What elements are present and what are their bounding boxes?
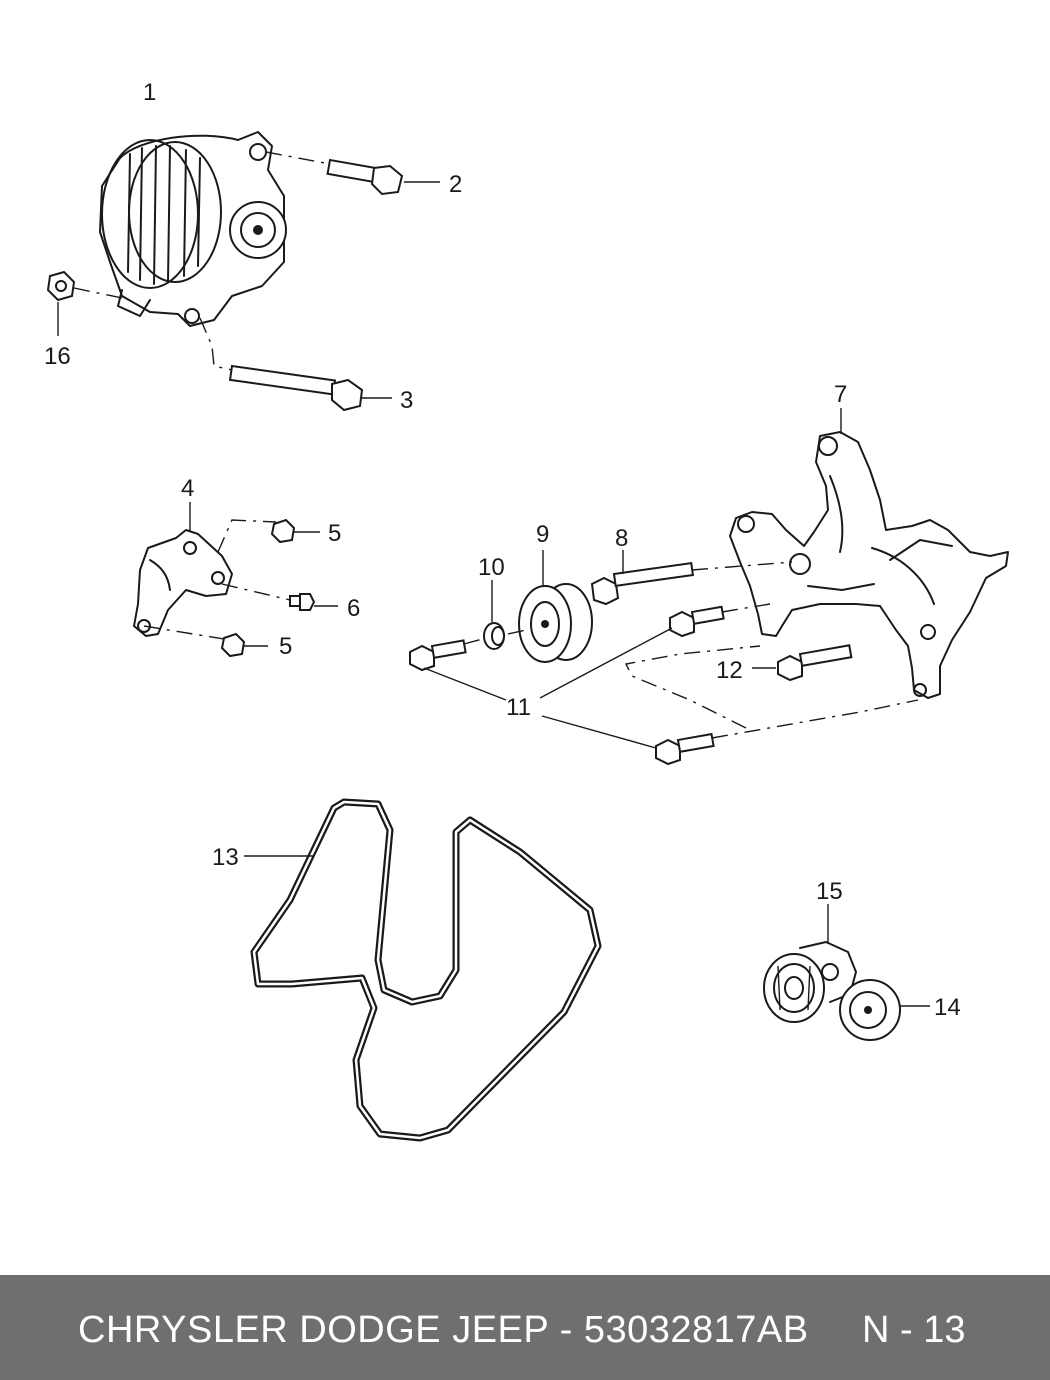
bolt-3-drawing — [199, 317, 392, 412]
spacer-10-drawing — [483, 580, 527, 650]
bolt-12-drawing — [752, 644, 853, 682]
callout-11: 11 — [506, 694, 531, 721]
mounting-bracket-7-drawing — [729, 408, 1009, 699]
alternator-drawing — [99, 131, 287, 327]
bolt-2-drawing — [265, 151, 440, 196]
callout-4: 4 — [181, 475, 194, 502]
bolt-11-middle-drawing — [669, 603, 771, 638]
callout-13: 13 — [212, 844, 239, 871]
footer-bar: CHRYSLER DODGE JEEP - 53032817AB N - 13 — [0, 1275, 1050, 1380]
page-number: N - 13 — [862, 1309, 966, 1351]
callout-5-upper: 5 — [328, 520, 341, 547]
bolt-11-bottom-drawing — [624, 645, 919, 766]
callout-5-lower: 5 — [279, 633, 292, 660]
callout-10: 10 — [478, 554, 505, 581]
callout-2: 2 — [449, 171, 462, 198]
callout-3: 3 — [400, 387, 413, 414]
callout-11-leaders — [423, 627, 673, 749]
parts-diagram: 1 2 3 16 4 5 6 5 7 8 9 10 11 12 13 15 14 — [44, 79, 1009, 1142]
callout-16: 16 — [44, 343, 71, 370]
callout-12: 12 — [716, 657, 743, 684]
bracket-4-drawing — [133, 502, 291, 641]
nut-16-drawing — [46, 270, 123, 336]
pulley-9-drawing — [518, 550, 593, 663]
callout-8: 8 — [615, 525, 628, 552]
bolt-6-drawing — [289, 593, 338, 611]
nut-5-upper-drawing — [270, 518, 320, 544]
callout-14: 14 — [934, 994, 961, 1021]
callout-9: 9 — [536, 521, 549, 548]
tensioner-15-drawing — [763, 904, 857, 1023]
callout-7: 7 — [834, 381, 847, 408]
footer-caption: CHRYSLER DODGE JEEP - 53032817AB — [78, 1309, 809, 1351]
callout-1: 1 — [143, 79, 156, 106]
bolt-8-drawing — [590, 550, 793, 606]
callout-15: 15 — [816, 878, 843, 905]
bolt-11-left-drawing — [409, 637, 487, 672]
nut-5-lower-drawing — [220, 632, 268, 658]
belt-13-drawing — [244, 798, 602, 1142]
callout-6: 6 — [347, 595, 360, 622]
pulley-14-drawing — [839, 979, 930, 1041]
